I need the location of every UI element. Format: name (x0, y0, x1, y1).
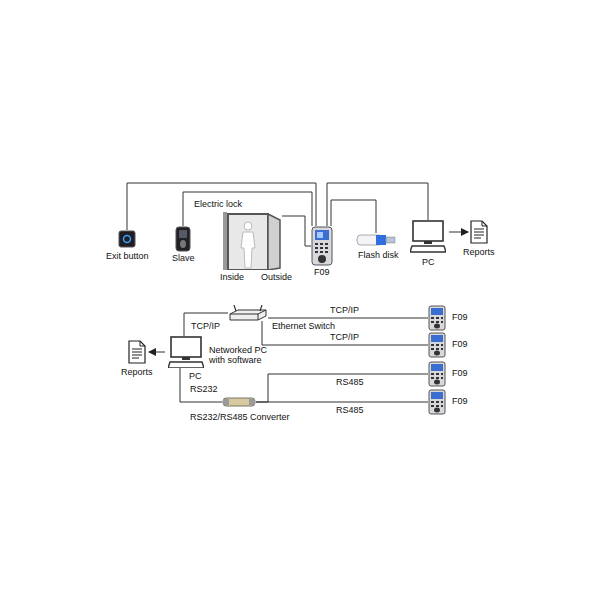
device-label: Networked PC with software (209, 346, 275, 366)
device-node: Exit button (106, 230, 149, 262)
wire-connector (449, 232, 468, 233)
device-node: F09 (311, 226, 333, 278)
device-label: Flash disk (358, 251, 399, 261)
link-label: RS485 (335, 378, 365, 388)
device-node: Flash disk (356, 233, 399, 261)
device-node: Ethernet Switch (228, 305, 336, 332)
device-label: Exit button (106, 252, 149, 262)
device-node: Reports (463, 220, 495, 258)
device-node: F09 (428, 389, 468, 415)
report-icon (128, 340, 146, 364)
device-node: Reports (121, 340, 153, 378)
wire-connector (282, 216, 311, 246)
device-node: PC (410, 220, 446, 268)
flash-icon (356, 233, 396, 247)
device-label: F09 (314, 268, 330, 278)
link-label: TCP/IP (329, 306, 360, 316)
device-node: F09 (428, 361, 468, 387)
device-label: F09 (452, 369, 468, 379)
device-label: Reports (121, 368, 153, 378)
device-label: RS232/RS485 Converter (190, 413, 290, 423)
device-node: Electric lock (194, 200, 282, 270)
f09s-icon (428, 389, 446, 415)
conv-icon (222, 396, 256, 408)
pc-icon (410, 220, 446, 254)
wire-connector (127, 183, 316, 230)
link-label: RS232 (189, 385, 219, 395)
wire-connector (327, 183, 428, 226)
device-node: F09 (428, 305, 468, 331)
wire-connector (331, 200, 376, 233)
wire-connector (149, 352, 165, 353)
device-label: Reports (463, 248, 495, 258)
device-node: F09 (428, 332, 468, 358)
side-label: Inside (219, 273, 245, 283)
link-label: TCP/IP (190, 322, 221, 332)
exit-icon (118, 230, 136, 248)
device-label: F09 (452, 313, 468, 323)
wire-connector (184, 313, 228, 336)
device-node: Networked PC with softwarePC (168, 336, 275, 382)
pc-icon (168, 336, 204, 368)
wire-connector (268, 318, 428, 319)
device-label: F09 (452, 340, 468, 350)
sw-icon (228, 305, 268, 321)
wire-connector (256, 402, 428, 403)
wire-connector (256, 374, 428, 402)
device-label: Electric lock (194, 200, 242, 210)
side-label: Outside (260, 273, 293, 283)
f09s-icon (428, 332, 446, 358)
device-label: Ethernet Switch (272, 322, 335, 332)
device-label: PC (189, 372, 202, 382)
device-node: Slave (172, 226, 195, 264)
device-label: PC (422, 258, 435, 268)
link-label: RS485 (335, 406, 365, 416)
f09s-icon (428, 305, 446, 331)
device-label: Slave (172, 254, 195, 264)
wire-connector (262, 321, 428, 345)
report-icon (470, 220, 488, 244)
wire-connector (180, 368, 222, 402)
door-icon (222, 212, 282, 270)
device-label: F09 (452, 397, 468, 407)
slave-icon (175, 226, 191, 252)
link-label: TCP/IP (329, 333, 360, 343)
f09s-icon (428, 361, 446, 387)
f09-icon (311, 226, 333, 266)
device-node: RS232/RS485 Converter (190, 396, 290, 423)
